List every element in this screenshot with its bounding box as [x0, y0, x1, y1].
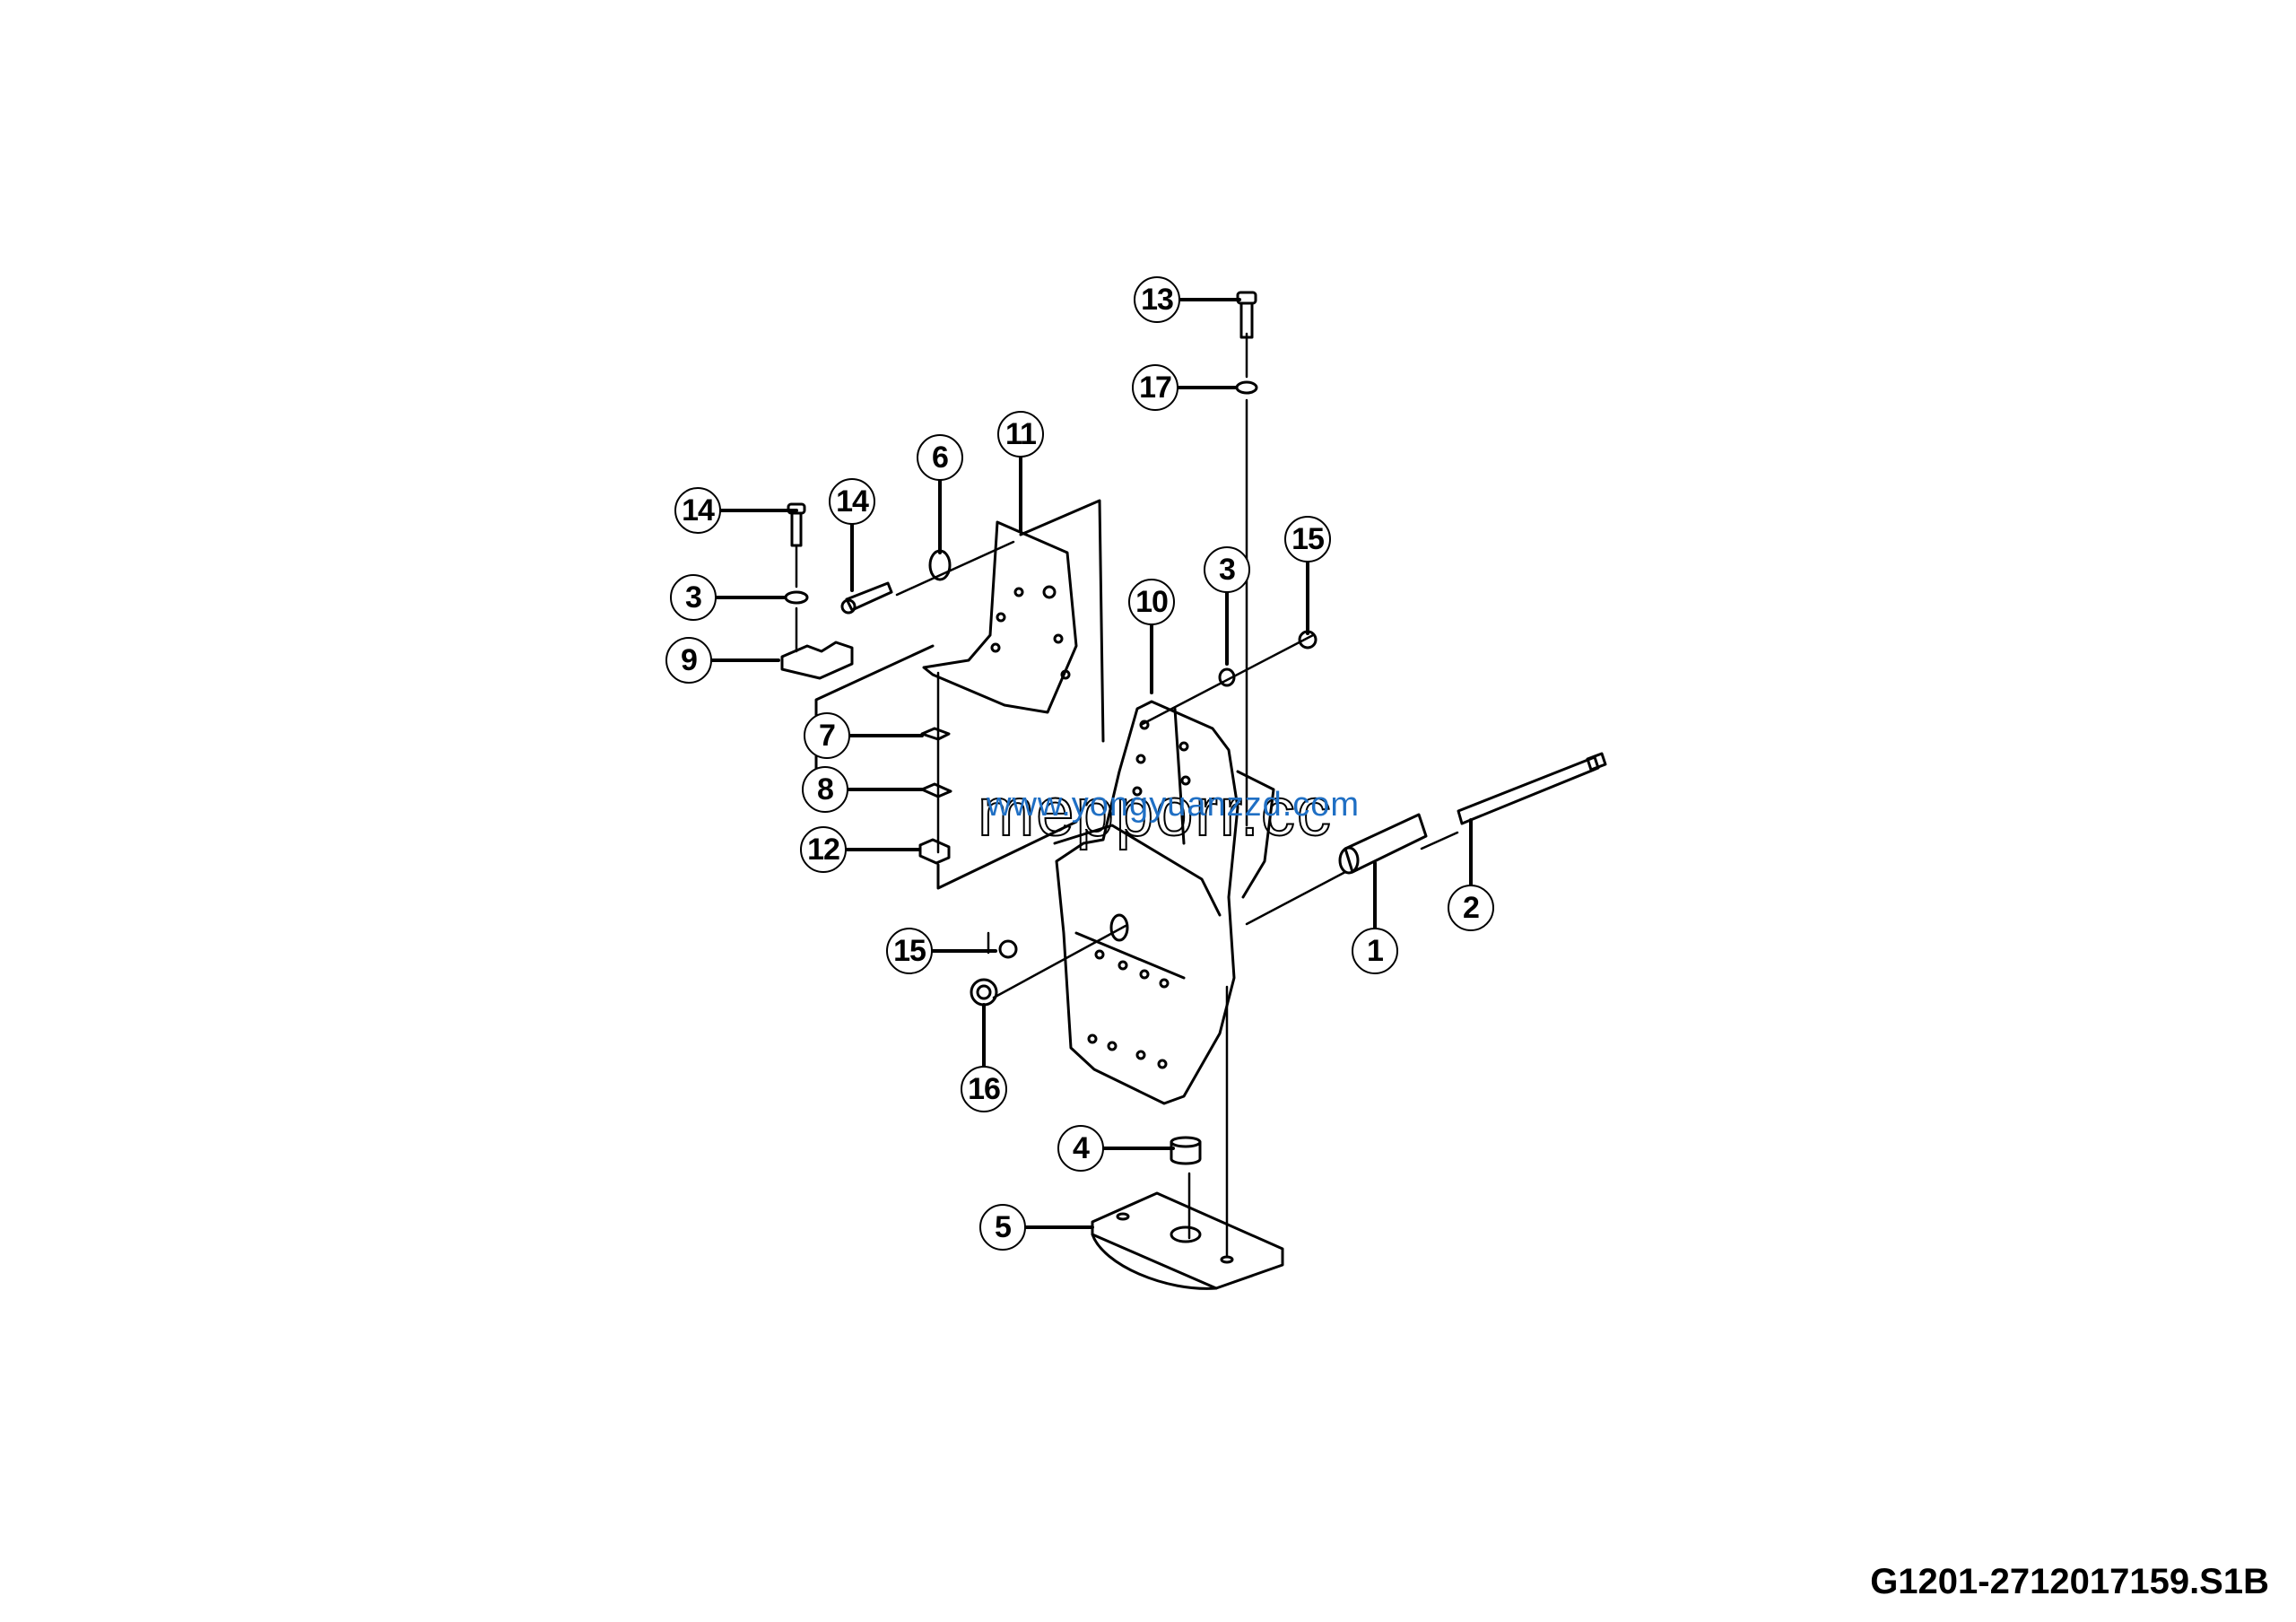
leader-lines	[710, 298, 1473, 1229]
washer-3-left-icon	[784, 590, 809, 605]
callout-3-left[interactable]: 3	[670, 574, 717, 621]
drawing-part-number: G1201-2712017159.S1B	[1870, 1562, 2269, 1601]
assembly-axis-lines	[795, 332, 1459, 1258]
base-plate-5-icon	[1091, 1191, 1284, 1290]
callout-9[interactable]: 9	[665, 637, 712, 684]
washer-6-icon	[928, 549, 952, 581]
nut-15-left-icon	[998, 939, 1018, 959]
callout-8[interactable]: 8	[802, 766, 848, 813]
shim-8-icon	[920, 782, 952, 798]
callout-11[interactable]: 11	[997, 411, 1044, 458]
callout-4[interactable]: 4	[1057, 1125, 1104, 1172]
bolt-14-vertical-icon	[787, 502, 806, 547]
callout-14-vertical[interactable]: 14	[674, 487, 721, 534]
watermark-url: www.yongyuanzzd.com	[987, 786, 1361, 824]
bolt-sleeve-2-icon	[1457, 752, 1607, 825]
callout-2[interactable]: 2	[1448, 885, 1494, 931]
support-bracket-10-icon	[1053, 700, 1275, 1105]
spacer-12-icon	[918, 820, 1078, 890]
bolt-14-horizontal-icon	[840, 581, 893, 615]
callout-17[interactable]: 17	[1132, 364, 1178, 411]
lock-nut-16-icon	[970, 978, 998, 1007]
callout-13[interactable]: 13	[1134, 276, 1180, 323]
callout-10[interactable]: 10	[1128, 579, 1175, 625]
callout-7[interactable]: 7	[804, 712, 850, 759]
callout-16[interactable]: 16	[961, 1066, 1007, 1112]
callout-14-horizontal[interactable]: 14	[829, 478, 875, 525]
callout-15-right[interactable]: 15	[1284, 516, 1331, 562]
rubber-bushing-4-icon	[1170, 1136, 1202, 1165]
watermark-outline: mepporr.cc	[977, 773, 1333, 851]
callout-5[interactable]: 5	[979, 1204, 1026, 1251]
bushing-1-icon	[1338, 813, 1428, 875]
washer-3-right-icon	[1218, 667, 1236, 687]
callout-15-left[interactable]: 15	[886, 928, 933, 974]
bracket-11-icon	[814, 499, 1105, 791]
callout-1[interactable]: 1	[1352, 928, 1398, 974]
bolt-13-icon	[1236, 291, 1257, 339]
callout-6[interactable]: 6	[917, 434, 963, 481]
callout-12[interactable]: 12	[800, 826, 847, 873]
clamp-block-9-icon	[780, 641, 854, 680]
washer-17-icon	[1235, 380, 1258, 395]
shim-7-icon	[920, 727, 951, 741]
callout-3-right[interactable]: 3	[1204, 546, 1250, 593]
nut-15-right-icon	[1298, 630, 1318, 650]
